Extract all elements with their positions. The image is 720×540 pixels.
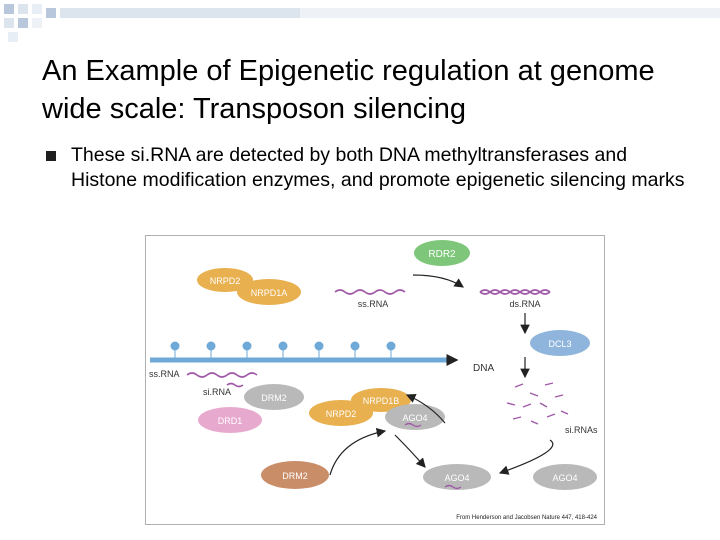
drm2-mid-label: DRM2: [261, 393, 287, 403]
nrpd2-top-label: NRPD2: [210, 276, 241, 286]
bullet-square-icon: [46, 151, 56, 161]
ssrna-left-label: ss.RNA: [149, 369, 180, 379]
nrpd1a-protein: [237, 279, 301, 305]
decorative-header-squares: [4, 4, 720, 42]
arrow-to-nrpd-complex: [405, 393, 446, 424]
ssrna-top-strand: [334, 289, 406, 295]
arrow-to-ago4-bottom: [394, 434, 426, 468]
dsrna-strand: [479, 289, 551, 295]
ago4-right-label: AGO4: [552, 473, 577, 483]
drm2-mid-protein: [244, 384, 304, 410]
rdr2-label: RDR2: [428, 249, 456, 260]
sirna-strand: [226, 382, 244, 388]
slide-title: An Example of Epigenetic regulation at g…: [42, 55, 655, 125]
ago4-bottom-sirna: [444, 484, 462, 490]
ago4-mid-protein: [385, 404, 445, 430]
drd1-label: DRD1: [218, 416, 243, 426]
nrpd2-top-protein: [197, 268, 253, 292]
arrow-sirnas-to-ago4: [498, 439, 554, 475]
ago4-bottom-label: AGO4: [444, 473, 469, 483]
dsrna-strand-complement: [479, 289, 551, 295]
sirnas-label: si.RNAs: [565, 425, 598, 435]
figure-credit: From Henderson and Jacobsen Nature 447, …: [456, 515, 597, 521]
nrpd2-mid-protein: [309, 400, 373, 426]
ssrna-left-strand: [186, 372, 258, 378]
nrpd2-mid-label: NRPD2: [326, 409, 357, 419]
sirna-label: si.RNA: [203, 387, 231, 397]
dcl3-protein: [530, 330, 590, 356]
bullet-text: These si.RNA are detected by both DNA me…: [71, 144, 685, 191]
drd1-protein: [198, 407, 262, 433]
arrow-to-dsrna: [412, 274, 464, 288]
drm2-bottom-label: DRM2: [282, 471, 308, 481]
dsrna-label: ds.RNA: [509, 299, 540, 309]
nrpd1a-label: NRPD1A: [251, 288, 288, 298]
ago4-right-protein: [533, 464, 597, 490]
dcl3-label: DCL3: [548, 339, 571, 349]
ago4-bottom-protein: [423, 464, 491, 490]
ago4-mid-sirna: [404, 422, 422, 428]
dna-loci-markers: [170, 341, 396, 360]
ago4-mid-label: AGO4: [402, 413, 427, 423]
drm2-bottom-protein: [261, 461, 329, 489]
nrpd1b-label: NRPD1B: [363, 396, 400, 406]
rdr2-protein: [414, 240, 470, 266]
dna-label: DNA: [473, 363, 494, 374]
arrow-drm2-cycle: [329, 427, 387, 476]
ssrna-top-label: ss.RNA: [358, 299, 389, 309]
transposon-silencing-diagram: RDR2 NRPD2 NRPD1A ss.RNA ds.RNA DCL3 DNA…: [145, 235, 605, 525]
sirna-fragments: [506, 382, 569, 425]
